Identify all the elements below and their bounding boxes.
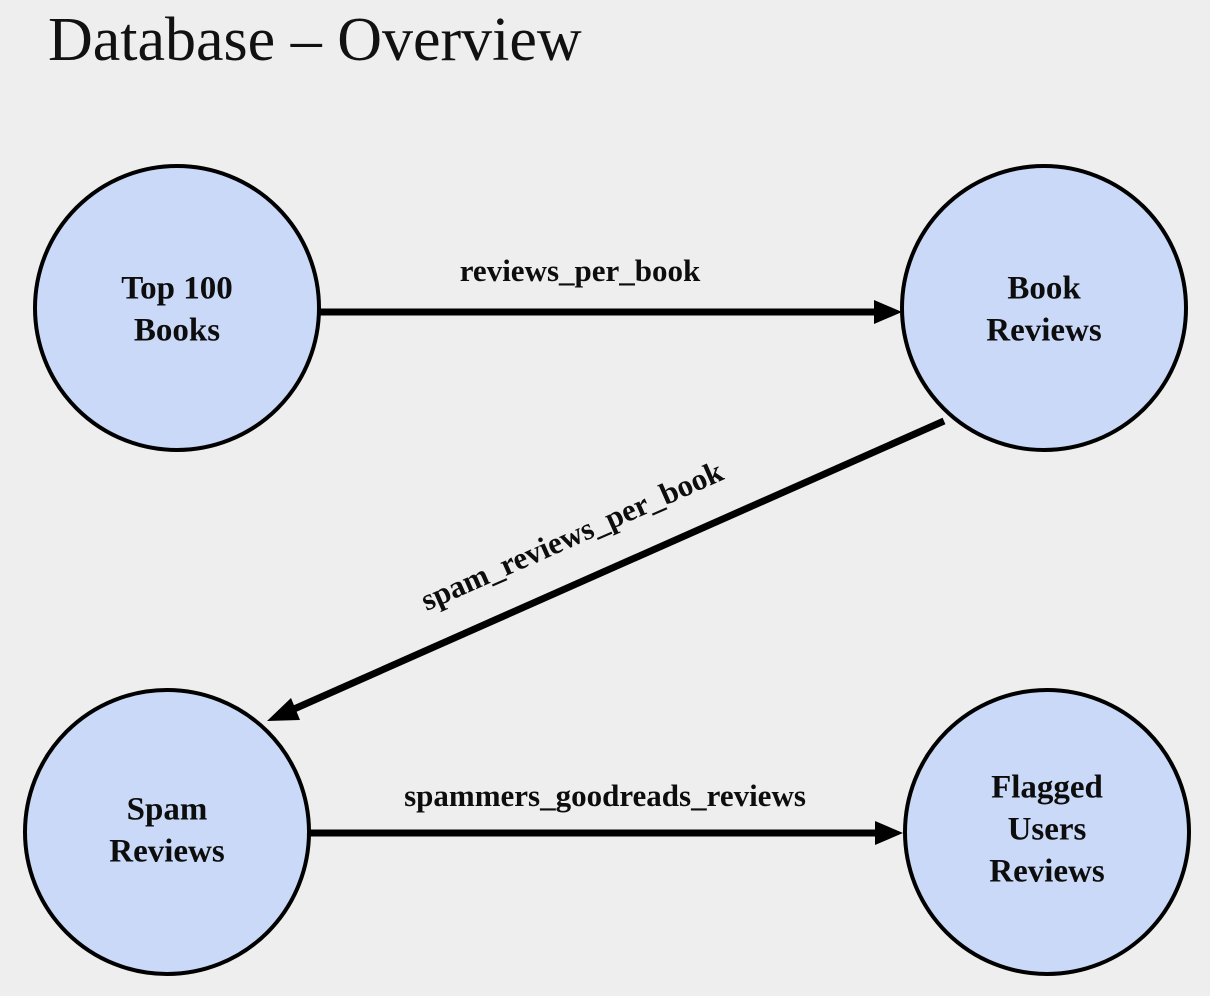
node-label-line-1: Spam xyxy=(127,792,208,828)
node-top-100-books[interactable]: Top 100 Books xyxy=(33,164,321,452)
edge-label-spammers-goodreads-reviews: spammers_goodreads_reviews xyxy=(404,778,806,813)
node-label-line-2: Reviews xyxy=(986,313,1102,349)
page-title: Database – Overview xyxy=(48,6,582,74)
node-shape xyxy=(23,688,311,976)
node-label-line-2: Books xyxy=(134,313,220,349)
edge-spam-reviews-per-book[interactable]: spam_reviews_per_book xyxy=(267,417,946,721)
node-shape xyxy=(903,688,1191,976)
edge-label-reviews-per-book: reviews_per_book xyxy=(460,253,701,288)
edge-spammers-goodreads-reviews[interactable]: spammers_goodreads_reviews xyxy=(308,778,903,845)
edge-reviews-per-book[interactable]: reviews_per_book xyxy=(320,253,902,324)
node-shape xyxy=(900,164,1188,452)
node-label-line-2: Users xyxy=(1008,812,1087,848)
edge-line xyxy=(283,417,946,717)
arrowhead-icon xyxy=(874,300,902,324)
node-label-line-3: Reviews xyxy=(989,854,1105,890)
arrowhead-icon xyxy=(267,698,300,721)
node-label-line-2: Reviews xyxy=(109,834,225,870)
node-spam-reviews[interactable]: Spam Reviews xyxy=(23,688,311,976)
node-flagged-users-reviews[interactable]: Flagged Users Reviews xyxy=(903,688,1191,976)
node-label-line-1: Book xyxy=(1007,271,1081,307)
node-label-line-1: Flagged xyxy=(991,770,1103,806)
node-book-reviews[interactable]: Book Reviews xyxy=(900,164,1188,452)
node-shape xyxy=(33,164,321,452)
node-label-line-1: Top 100 xyxy=(121,271,233,307)
arrowhead-icon xyxy=(875,821,903,845)
